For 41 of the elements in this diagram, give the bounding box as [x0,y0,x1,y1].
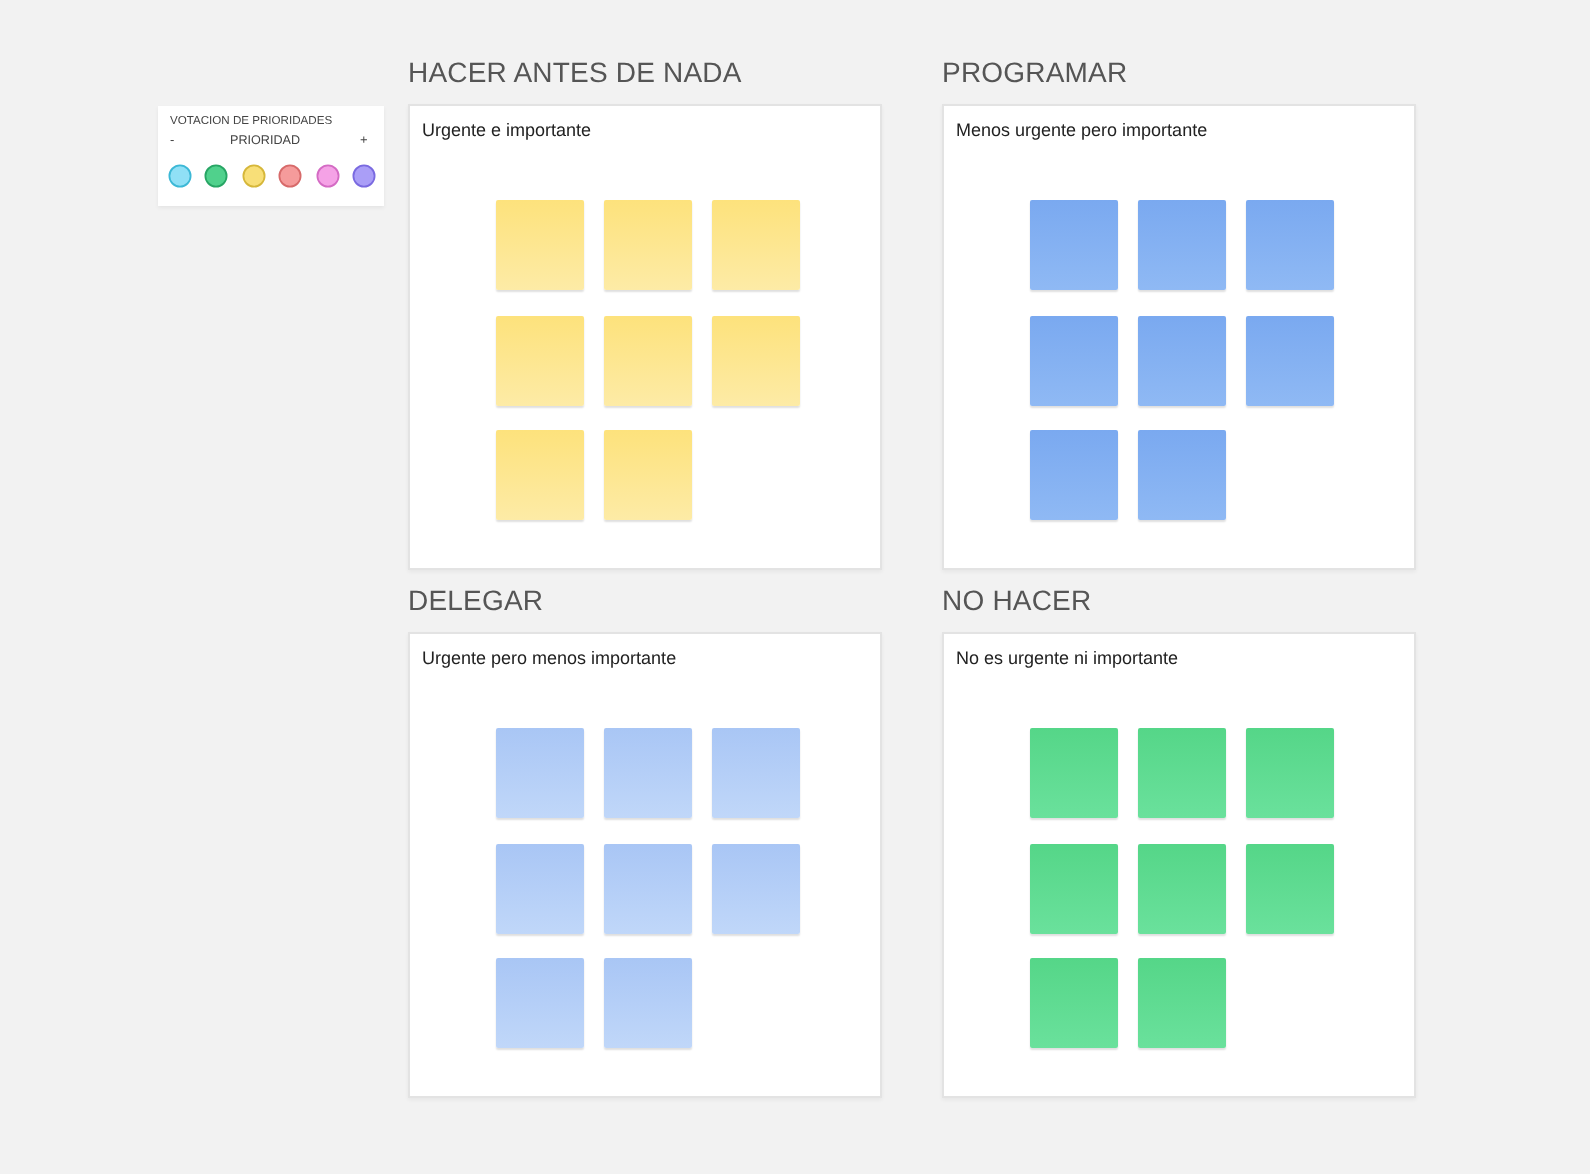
sticky-note [496,315,584,405]
sticky-note [1138,200,1226,290]
sticky-note [496,843,584,933]
sticky-note [1246,728,1334,818]
quadrant-heading: PROGRAMAR [942,56,1128,88]
quadrant-heading: DELEGAR [408,584,544,616]
quadrant-heading: NO HACER [942,584,1092,616]
sticky-note [1030,315,1118,405]
quadrant-heading: HACER ANTES DE NADA [408,56,742,88]
sticky-note [712,200,800,290]
sticky-note [604,728,692,818]
sticky-note [1246,843,1334,933]
sticky-note [1030,200,1118,290]
sticky-note [604,430,692,520]
sticky-note [496,958,584,1048]
sticky-note [1138,315,1226,405]
quadrant-description: Menos urgente pero importante [956,120,1208,142]
sticky-note [604,958,692,1048]
sticky-note [712,728,800,818]
sticky-note [1030,728,1118,818]
sticky-note [604,200,692,290]
quadrant-description: Urgente e importante [422,120,592,142]
sticky-note [1138,728,1226,818]
sticky-note [1138,958,1226,1048]
sticky-note [1030,843,1118,933]
sticky-note [496,200,584,290]
sticky-note [496,728,584,818]
sticky-note [1138,430,1226,520]
sticky-note [712,843,800,933]
quadrant-description: No es urgente ni importante [956,648,1179,670]
quadrant-description: Urgente pero menos importante [422,648,677,670]
sticky-note [604,315,692,405]
sticky-note [496,430,584,520]
sticky-note [1246,315,1334,405]
sticky-note [712,315,800,405]
sticky-note [1030,958,1118,1048]
sticky-note [604,843,692,933]
sticky-note [1246,200,1334,290]
legend-card [158,106,384,206]
sticky-note [1138,843,1226,933]
sticky-note [1030,430,1118,520]
